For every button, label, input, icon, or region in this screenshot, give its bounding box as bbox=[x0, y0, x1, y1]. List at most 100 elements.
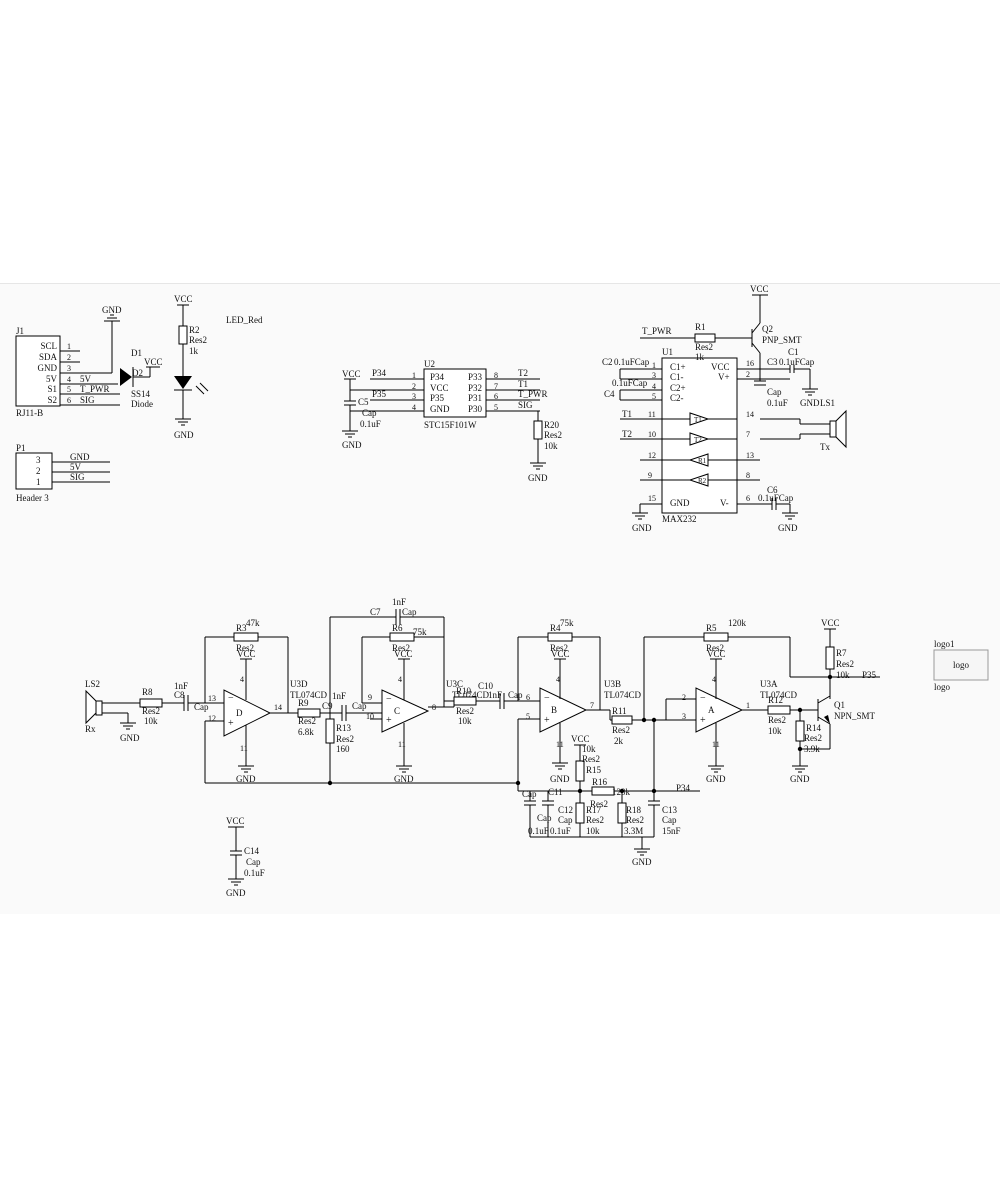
u3b-ref: U3B bbox=[604, 679, 621, 689]
u3a-gnd: GND bbox=[706, 774, 726, 784]
c14-gnd: GND bbox=[226, 888, 246, 898]
j1-ref: J1 bbox=[16, 326, 24, 336]
r2-ref: R2 bbox=[189, 325, 200, 335]
p1-net-gnd: GND bbox=[70, 452, 90, 462]
u1-pin-vplus: V+ bbox=[718, 372, 730, 382]
u1-pin-gnd: GND bbox=[670, 498, 690, 508]
u1-num-16: 16 bbox=[746, 359, 754, 368]
r10-type: Res2 bbox=[456, 706, 474, 716]
r12-value: 10k bbox=[768, 726, 782, 736]
d1-pin: D2 bbox=[132, 368, 143, 378]
u3d-pin-12: 12 bbox=[208, 714, 216, 723]
r4-feedback: R4 75k Res2 bbox=[517, 618, 601, 710]
c10-type: Cap bbox=[508, 690, 523, 700]
u2-num-8: 8 bbox=[494, 371, 498, 380]
u1-num-9: 9 bbox=[648, 471, 652, 480]
u1-num-15: 15 bbox=[648, 494, 656, 503]
r20-value: 10k bbox=[544, 441, 558, 451]
u3b-pin-6: 6 bbox=[526, 693, 530, 702]
r1-type: Res2 bbox=[695, 342, 713, 352]
r7-type: Res2 bbox=[836, 659, 854, 669]
u2-pin-p35: P35 bbox=[430, 393, 445, 403]
c8-type: Cap bbox=[194, 702, 209, 712]
logo-name: logo bbox=[934, 682, 951, 692]
svg-text:−: − bbox=[544, 693, 550, 704]
c7-type: Cap bbox=[402, 607, 417, 617]
q2-pnp: VCC Q2 PNP_SMT T_PWR R1 Res2 1k bbox=[640, 284, 802, 369]
u2-net-p35: P35 bbox=[372, 389, 387, 399]
d1-ref: D1 bbox=[131, 348, 142, 358]
u1-num-14: 14 bbox=[746, 410, 754, 419]
u3c-ref: U3C bbox=[446, 679, 463, 689]
c9-value: 1nF bbox=[332, 691, 346, 701]
r16-type: Res2 bbox=[590, 799, 608, 809]
u1-num-2: 2 bbox=[746, 370, 750, 379]
q2-vcc: VCC bbox=[750, 284, 769, 294]
u3b-pin-5: 5 bbox=[526, 712, 530, 721]
r2-type: Res2 bbox=[189, 335, 207, 345]
u1-net-t1: T1 bbox=[622, 409, 632, 419]
j1-num-1: 1 bbox=[67, 342, 71, 351]
c5-value: 0.1uF bbox=[360, 419, 381, 429]
u3d-pin-14: 14 bbox=[274, 703, 282, 712]
u1-pin-c1p: C1+ bbox=[670, 362, 686, 372]
ls1-ref: LS1 bbox=[820, 398, 835, 408]
p1-header: P1 3 2 1 GND 5V SIG Header 3 bbox=[15, 443, 110, 503]
u3b-name: TL074CD bbox=[604, 690, 641, 700]
c11-type: Cap bbox=[522, 789, 537, 799]
c7-value: 1nF bbox=[392, 597, 406, 607]
r5-ref: R5 bbox=[706, 623, 717, 633]
gnd-bias: GND bbox=[632, 857, 652, 867]
led-vcc: VCC bbox=[174, 294, 193, 304]
r10-value: 10k bbox=[458, 716, 472, 726]
u3d-pin-4: 4 bbox=[240, 675, 244, 684]
u1-pin-c2m: C2- bbox=[670, 393, 684, 403]
ls1-name: Tx bbox=[820, 442, 830, 452]
u2-pin-p30: P30 bbox=[468, 404, 483, 414]
svg-text:T1: T1 bbox=[694, 416, 702, 424]
r7-net-p35: P35 bbox=[862, 670, 877, 680]
j1-net-sig: SIG bbox=[80, 395, 95, 405]
p1-net-5v: 5V bbox=[70, 462, 82, 472]
u1-num-3: 3 bbox=[652, 371, 656, 380]
c10-ref: C10 bbox=[478, 681, 494, 691]
u1-pin-c2p: C2+ bbox=[670, 383, 686, 393]
r6-ref: R6 bbox=[392, 623, 403, 633]
r2-value: 1k bbox=[189, 346, 199, 356]
r4-value: 75k bbox=[560, 618, 574, 628]
j1-connector: J1 SCL SDA GND 5V S1 S2 1 2 3 4 5 6 5V T… bbox=[15, 305, 122, 418]
j1-num-5: 5 bbox=[67, 385, 71, 394]
r9-type: Res2 bbox=[298, 716, 316, 726]
r18-type: Res2 bbox=[626, 815, 644, 825]
u3a-opamp: A − + 2 3 1 4 11 VCC GND U3A TL074CD bbox=[665, 649, 797, 784]
c4-ref: C4 bbox=[604, 389, 615, 399]
d1-diode: D1 D2 VCC SS14 Diode bbox=[120, 348, 163, 409]
u2-mcu: U2 P34 VCC P35 GND P33 P32 P31 P30 1 2 3… bbox=[342, 359, 562, 483]
c5-ref: C5 bbox=[358, 397, 369, 407]
p1-name: Header 3 bbox=[16, 493, 49, 503]
u1-receiver-r2: R2 bbox=[662, 473, 737, 487]
u2-gnd: GND bbox=[342, 440, 362, 450]
j1-pin-5v: 5V bbox=[46, 374, 58, 384]
u3d-pin-13: 13 bbox=[208, 694, 216, 703]
c7-r6-feedback: 1nF C7 Cap R6 75k Res2 bbox=[329, 597, 445, 713]
u3a-pin-1: 1 bbox=[746, 701, 750, 710]
u1-name: MAX232 bbox=[662, 514, 697, 524]
p1-ref: P1 bbox=[16, 443, 26, 453]
r8-ref: R8 bbox=[142, 687, 153, 697]
r7-vcc: VCC bbox=[821, 618, 840, 628]
r14-type: Res2 bbox=[804, 733, 822, 743]
j1-num-2: 2 bbox=[67, 353, 71, 362]
u1-pin-vcc: VCC bbox=[711, 362, 730, 372]
r15-ref: R15 bbox=[586, 765, 602, 775]
u3b-gnd: GND bbox=[550, 774, 570, 784]
c2-ref: C2 bbox=[602, 357, 613, 367]
u3c-pin-10: 10 bbox=[366, 712, 374, 721]
svg-text:−: − bbox=[228, 693, 234, 704]
u2-num-2: 2 bbox=[412, 382, 416, 391]
u1-ref: U1 bbox=[662, 347, 673, 357]
c14-type: Cap bbox=[246, 857, 261, 867]
r3-ref: R3 bbox=[236, 623, 247, 633]
r18-ref: R18 bbox=[626, 805, 642, 815]
logo-ref: logo1 bbox=[934, 639, 955, 649]
